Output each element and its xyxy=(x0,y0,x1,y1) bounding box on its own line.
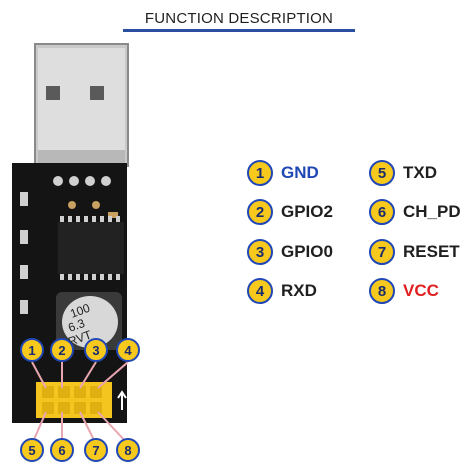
pin-number-badge: 7 xyxy=(369,239,395,265)
pin-number-badge: 1 xyxy=(247,160,273,186)
usb-window-left xyxy=(46,86,60,100)
pin-label: VCC xyxy=(403,281,439,300)
pin-label: TXD xyxy=(403,163,437,182)
usb-window-right xyxy=(90,86,104,100)
legend-item-reset: 7 RESET xyxy=(369,238,460,266)
pcb-board: 100 6.3 RVT xyxy=(12,163,127,423)
pin-label: GND xyxy=(281,163,319,182)
legend-item-gnd: 1 GND xyxy=(247,159,319,187)
callout-pin-4: 4 xyxy=(116,338,140,362)
legend-item-rxd: 4 RXD xyxy=(247,277,317,305)
capacitor-text-2: 6.3 xyxy=(66,316,87,335)
pin-label: GPIO2 xyxy=(281,202,333,221)
legend-item-gpio2: 2 GPIO2 xyxy=(247,198,333,226)
legend-item-vcc: 8 VCC xyxy=(369,277,439,305)
legend-item-gpio0: 3 GPIO0 xyxy=(247,238,333,266)
usb-plug xyxy=(34,43,129,167)
callout-pin-2: 2 xyxy=(50,338,74,362)
pin-label: GPIO0 xyxy=(281,242,333,261)
callout-pin-3: 3 xyxy=(84,338,108,362)
pin-number-badge: 6 xyxy=(369,199,395,225)
callout-pin-5: 5 xyxy=(20,438,44,462)
capacitor: 100 6.3 RVT xyxy=(56,292,122,350)
pin-number-badge: 2 xyxy=(247,199,273,225)
callout-pin-6: 6 xyxy=(50,438,74,462)
pin-label: CH_PD xyxy=(403,202,461,221)
capacitor-text-1: 100 xyxy=(68,301,92,321)
pin-number-badge: 8 xyxy=(369,278,395,304)
legend-item-ch-pd: 6 CH_PD xyxy=(369,198,461,226)
pin-number-badge: 4 xyxy=(247,278,273,304)
legend-item-txd: 5 TXD xyxy=(369,159,437,187)
pin-number-badge: 5 xyxy=(369,160,395,186)
callout-pin-7: 7 xyxy=(84,438,108,462)
title-banner: FUNCTION DESCRIPTION xyxy=(123,7,355,32)
callout-pin-8: 8 xyxy=(116,438,140,462)
pin-number-badge: 3 xyxy=(247,239,273,265)
page-title: FUNCTION DESCRIPTION xyxy=(144,9,334,27)
chip xyxy=(58,222,124,274)
callout-pin-1: 1 xyxy=(20,338,44,362)
pin-label: RXD xyxy=(281,281,317,300)
pin-label: RESET xyxy=(403,242,460,261)
